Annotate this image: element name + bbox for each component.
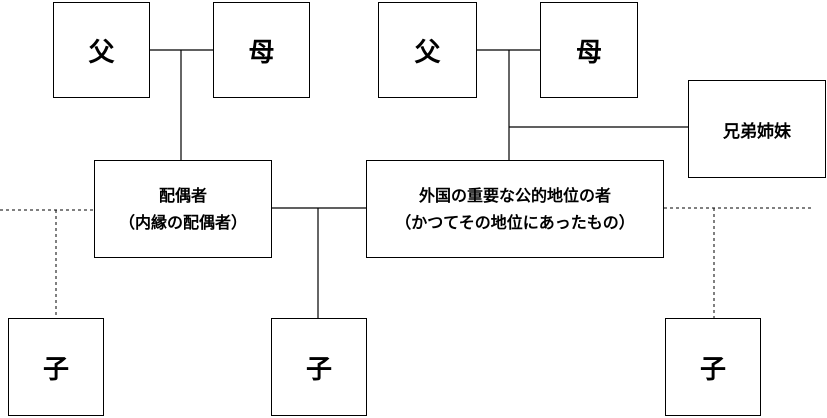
spouse-label-line1: 配偶者: [158, 186, 207, 205]
right-father-box: 父: [378, 2, 477, 98]
left-father-label: 父: [88, 37, 115, 68]
spouse-label-line2: （内縁の配偶者）: [118, 213, 247, 232]
pep-label-line2: （かつてその地位にあったもの）: [395, 213, 635, 232]
left-mother-label: 母: [248, 37, 275, 68]
pep-label-line1: 外国の重要な公的地位の者: [418, 186, 611, 205]
left-mother-box: 母: [213, 2, 310, 98]
left-child-box: 子: [8, 318, 104, 416]
right-mother-box: 母: [540, 2, 638, 98]
pep-box: 外国の重要な公的地位の者 （かつてその地位にあったもの）: [366, 160, 664, 258]
middle-child-label: 子: [305, 354, 332, 385]
left-child-label: 子: [42, 354, 69, 385]
middle-child-box: 子: [271, 318, 367, 416]
right-father-label: 父: [414, 37, 441, 68]
siblings-box: 兄弟姉妹: [688, 80, 826, 178]
siblings-label: 兄弟姉妹: [723, 121, 791, 142]
right-child-box: 子: [665, 318, 761, 416]
right-mother-label: 母: [575, 37, 602, 68]
left-father-box: 父: [53, 2, 150, 98]
spouse-box: 配偶者 （内縁の配偶者）: [94, 160, 272, 258]
right-child-label: 子: [699, 354, 726, 385]
